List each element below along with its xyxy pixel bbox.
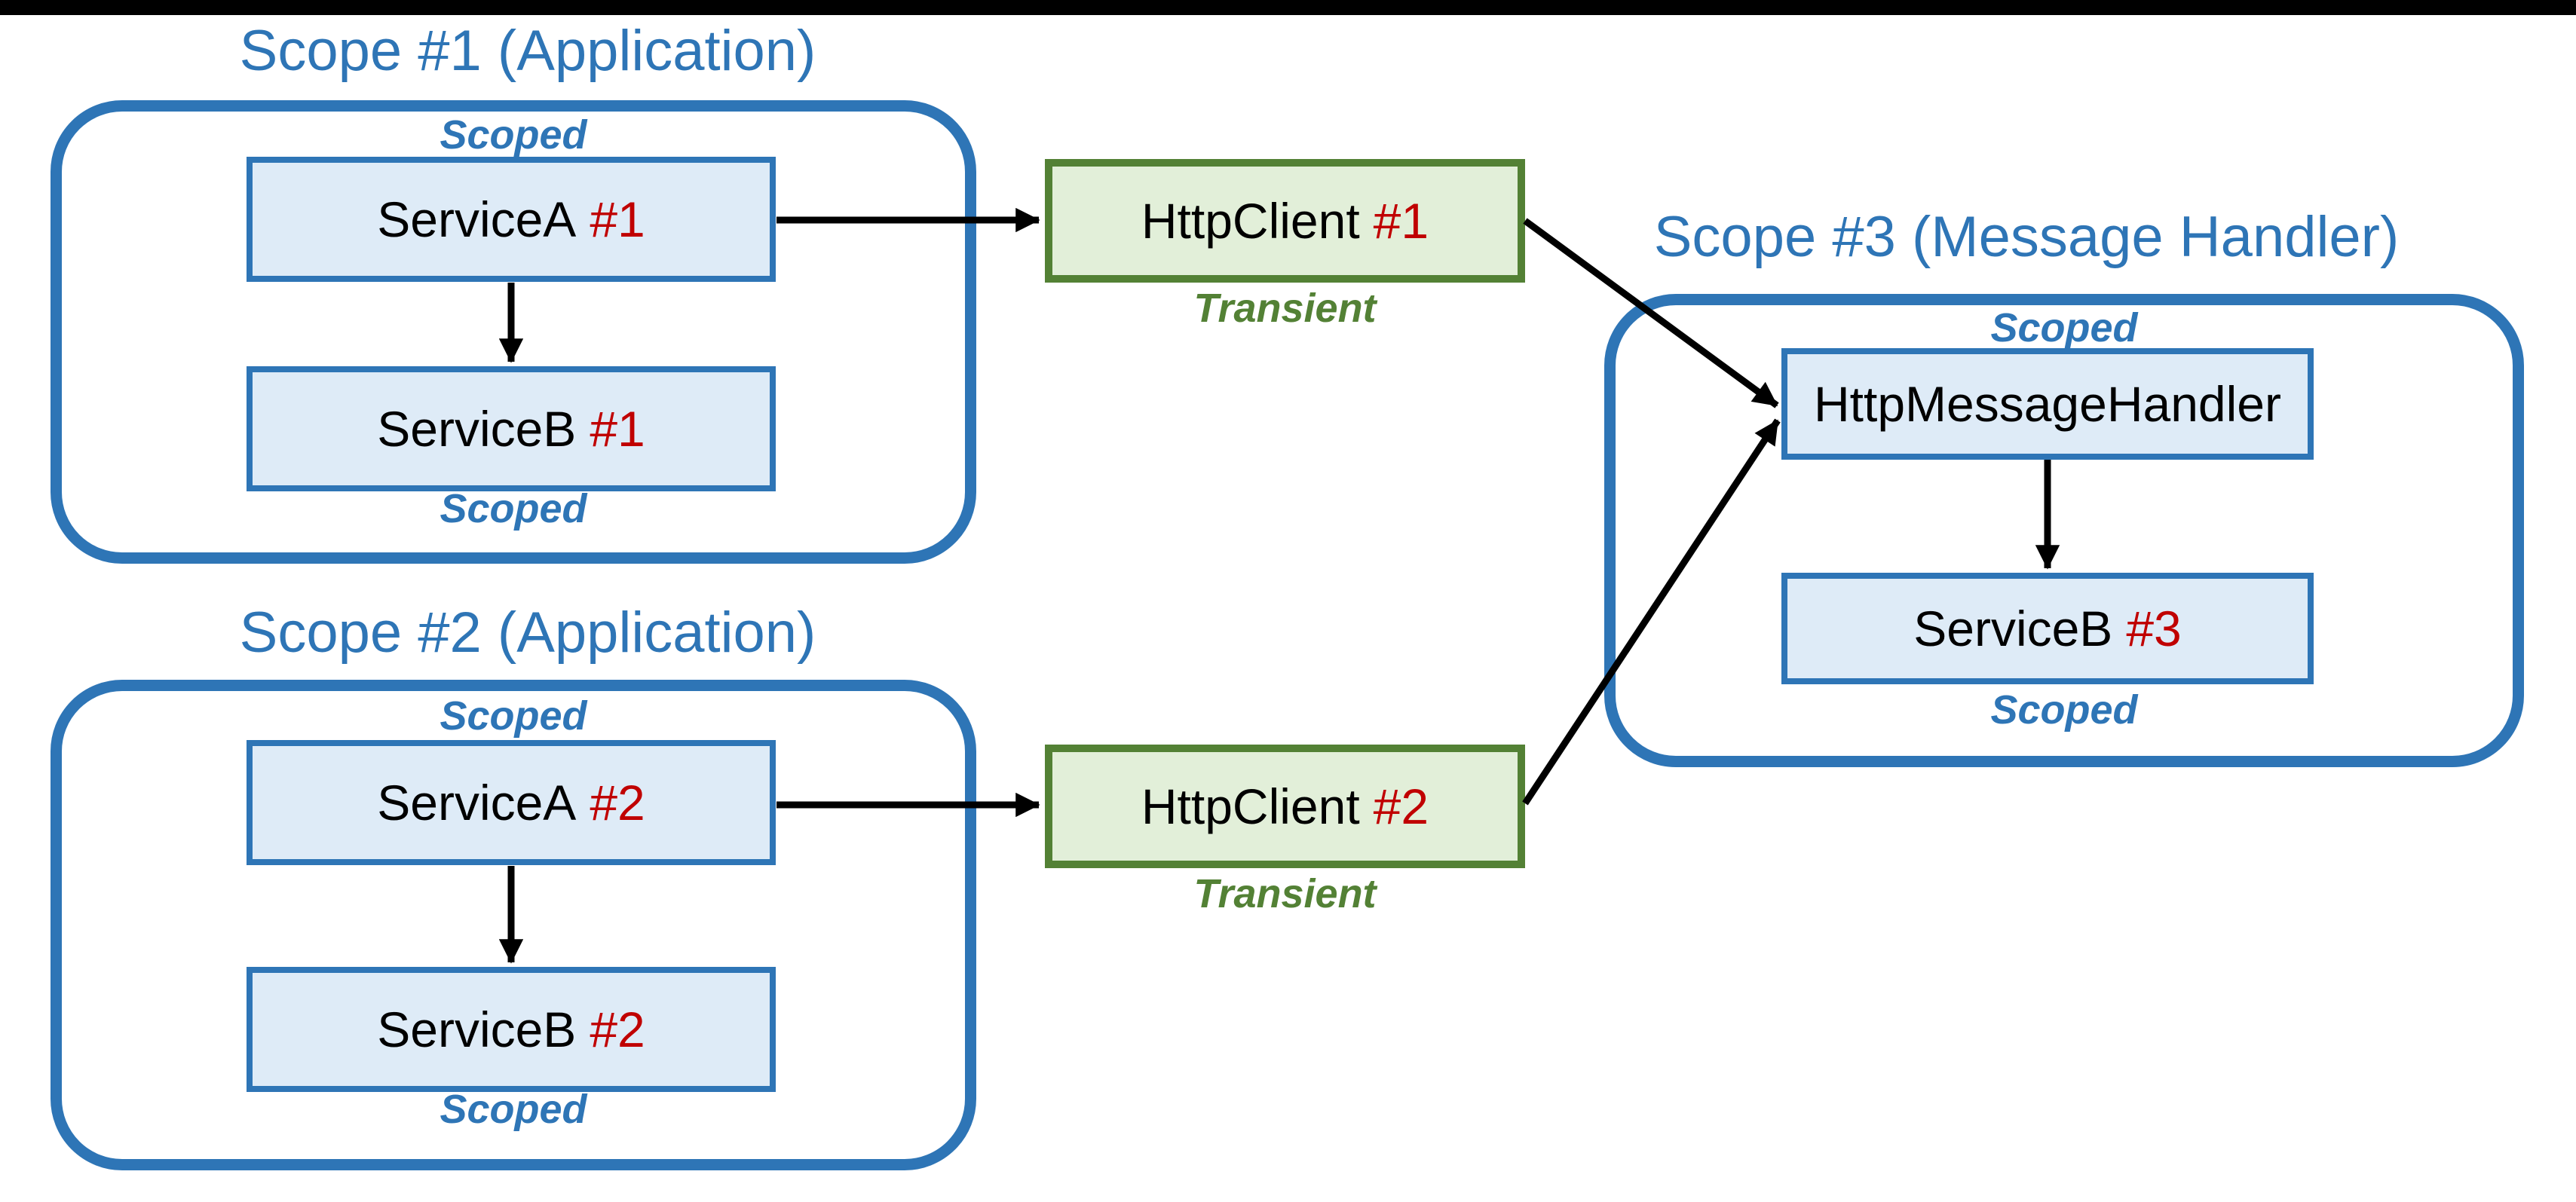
serviceB2-label: ServiceB bbox=[377, 1002, 577, 1057]
serviceB3-box: ServiceB #3 bbox=[1781, 573, 2314, 684]
scope1-title: Scope #1 (Application) bbox=[239, 19, 816, 83]
scope3-title: Scope #3 (Message Handler) bbox=[1653, 205, 2400, 269]
scope3-scoped-label-top: Scoped bbox=[1990, 305, 2138, 350]
serviceB1-box: ServiceB #1 bbox=[247, 366, 776, 491]
serviceB3-label: ServiceB bbox=[1913, 601, 2113, 656]
scope1-container bbox=[51, 100, 976, 564]
serviceB2-instance: #2 bbox=[590, 1002, 645, 1057]
serviceB1-label: ServiceB bbox=[377, 401, 577, 457]
serviceA2-label: ServiceA bbox=[377, 775, 577, 830]
httpClient2-box: HttpClient #2 bbox=[1045, 745, 1525, 868]
letterbox-top bbox=[0, 0, 2576, 15]
serviceA1-label: ServiceA bbox=[377, 191, 577, 247]
scope2-title: Scope #2 (Application) bbox=[239, 601, 816, 665]
scope1-scoped-label-top: Scoped bbox=[440, 112, 587, 158]
httpClient1-box: HttpClient #1 bbox=[1045, 159, 1525, 283]
httpClient2-transient-label: Transient bbox=[1193, 871, 1377, 916]
scope3-scoped-label-bottom: Scoped bbox=[1990, 687, 2138, 733]
serviceA2-box: ServiceA #2 bbox=[247, 740, 776, 865]
httpClient2-instance: #2 bbox=[1373, 778, 1429, 834]
scope1-scoped-label-bottom: Scoped bbox=[440, 486, 587, 531]
httpClient2-label: HttpClient bbox=[1141, 778, 1360, 834]
serviceA2-instance: #2 bbox=[590, 775, 645, 830]
httpClient1-transient-label: Transient bbox=[1193, 286, 1377, 331]
httpClient1-label: HttpClient bbox=[1141, 193, 1360, 249]
httpMessageHandler-box: HttpMessageHandler bbox=[1781, 348, 2314, 460]
scope2-scoped-label-top: Scoped bbox=[440, 693, 587, 739]
serviceA1-instance: #1 bbox=[590, 191, 645, 247]
serviceA1-box: ServiceA #1 bbox=[247, 157, 776, 282]
httpClient1-instance: #1 bbox=[1373, 193, 1429, 249]
httpMessageHandler-label: HttpMessageHandler bbox=[1814, 376, 2281, 432]
serviceB2-box: ServiceB #2 bbox=[247, 967, 776, 1092]
serviceB3-instance: #3 bbox=[2126, 601, 2182, 656]
serviceB1-instance: #1 bbox=[590, 401, 645, 457]
scope3-container bbox=[1604, 294, 2524, 767]
scope2-scoped-label-bottom: Scoped bbox=[440, 1087, 587, 1132]
